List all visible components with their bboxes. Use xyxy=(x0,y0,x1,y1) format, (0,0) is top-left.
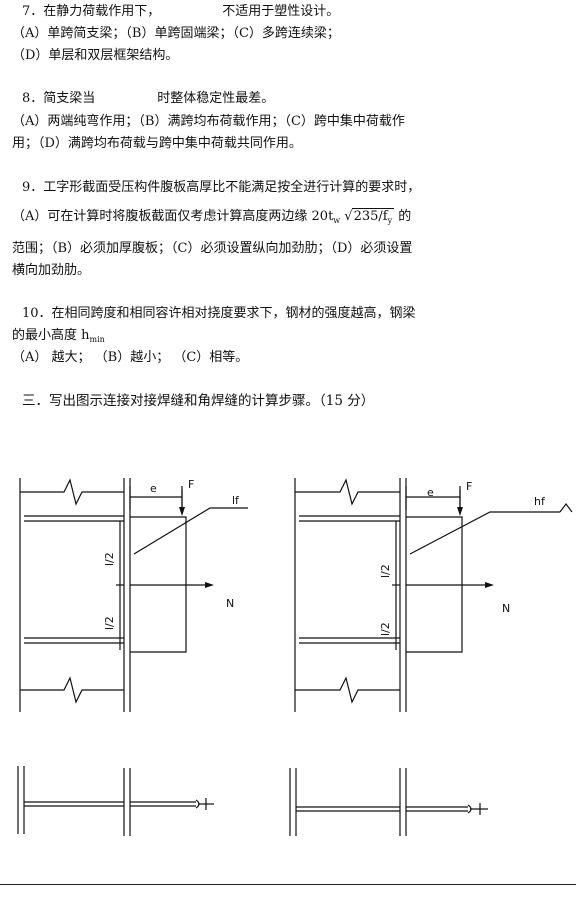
q9-fy-sub: y xyxy=(387,216,393,225)
q8-stem-b: 时整体稳定性最差。 xyxy=(157,91,275,106)
q7-line2: （A）单跨简支梁；（B）单跨固端梁；（C）多跨连续梁； xyxy=(12,26,340,41)
q8-line3: 用；（D）满跨均布荷载与跨中集中荷载共同作用。 xyxy=(12,136,302,151)
right-N-label: N xyxy=(502,602,510,615)
q9-line2-a: （A）可在计算时将腹板截面仅考虑计算高度两边缘 20t xyxy=(12,209,334,224)
right-e-label: e xyxy=(427,486,434,499)
left-weld-label: lf xyxy=(232,494,240,507)
q8-stem-a: 8．简支梁当 xyxy=(22,91,96,106)
right-weld-label: hf xyxy=(534,495,546,508)
q10-line2-a: 的最小高度 h xyxy=(12,328,90,343)
right-half-upper-label: l/2 xyxy=(379,564,392,578)
q9-line4: 横向加劲肋。 xyxy=(12,263,91,278)
footer-rule xyxy=(0,884,576,885)
q10-line3: （A） 越大； （B）越小； （C）相等。 xyxy=(12,350,249,365)
q7-stem-a: 7．在静力荷载作用下， xyxy=(22,4,161,19)
q9-sqrt-text: 235/f xyxy=(353,209,388,224)
q9-tw-sub: w xyxy=(333,216,341,225)
q9-line2-b: 的 xyxy=(394,209,412,224)
left-elevation xyxy=(19,478,248,712)
q10-line1: 10．在相同跨度和相同容许相对挠度要求下，钢材的强度越高，钢梁 xyxy=(22,306,416,321)
q8-line2: （A）两端纯弯作用；（B）满跨均布荷载作用；（C）跨中集中荷载作 xyxy=(12,114,405,129)
left-N-label: N xyxy=(226,597,234,610)
right-plan-view xyxy=(289,768,488,836)
q9-line1: 9．工字形截面受压构件腹板高厚比不能满足按全进行计算的要求时， xyxy=(22,180,421,195)
left-F-label: F xyxy=(188,478,194,491)
left-e-label: e xyxy=(150,482,157,495)
q7-stem: 7．在静力荷载作用下， 不适用于塑性设计。 xyxy=(22,4,339,20)
q10-line2: 的最小高度 hmin xyxy=(12,328,105,348)
q7-stem-b: 不适用于塑性设计。 xyxy=(222,4,340,19)
right-F-label: F xyxy=(466,480,472,493)
section3-title: 三．写出图示连接对接焊缝和角焊缝的计算步骤。（15 分） xyxy=(22,393,375,409)
q9-line2: （A）可在计算时将腹板截面仅考虑计算高度两边缘 20tw √235/fy 的 xyxy=(12,208,411,229)
right-half-lower-label: l/2 xyxy=(379,622,392,636)
q10-hmin-sub: min xyxy=(89,335,105,344)
left-plan-view xyxy=(17,766,214,836)
left-half-upper-label: l/2 xyxy=(103,552,116,566)
radical-icon: √ xyxy=(344,209,353,224)
q7-line3: （D）单层和双层框架结构。 xyxy=(12,48,179,63)
q8-stem: 8．简支梁当 时整体稳定性最差。 xyxy=(22,91,274,107)
q9-sqrt-body: 235/fy xyxy=(351,208,395,229)
right-elevation xyxy=(294,478,573,712)
left-half-lower-label: l/2 xyxy=(103,616,116,630)
q9-line3: 范围；（B）必须加厚腹板；（C）必须设置纵向加劲肋；（D）必须设置 xyxy=(12,241,413,256)
